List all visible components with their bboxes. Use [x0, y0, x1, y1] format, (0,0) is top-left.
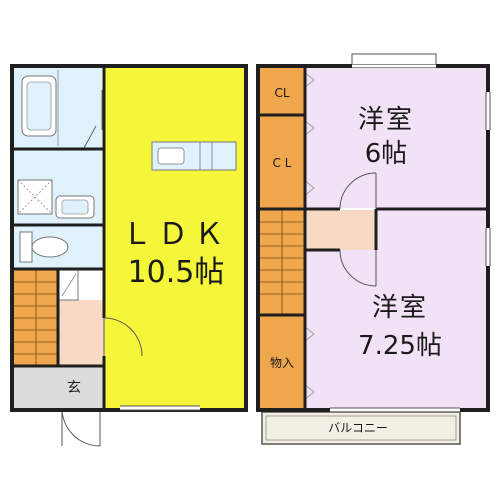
closet-2 — [260, 116, 304, 208]
balcony — [261, 411, 461, 445]
entrance-door-swing — [61, 407, 101, 447]
ldk-size: 10.5帖 — [128, 255, 225, 290]
storage — [260, 316, 304, 408]
genkan — [14, 366, 104, 408]
bedroom-2-door-swing — [339, 249, 377, 287]
first-floor: ＬＤＫ 10.5帖 玄 — [10, 64, 248, 447]
bedroom-1-door-swing — [339, 172, 377, 210]
closet-2-label: C L — [273, 156, 292, 170]
storage-label: 物入 — [270, 356, 294, 370]
bedroom-2-size: 7.25帖 — [358, 331, 442, 361]
ldk-room — [104, 68, 244, 408]
toilet-icon — [19, 231, 69, 263]
stairs-1f-steps — [14, 270, 58, 366]
kitchen-counter — [151, 141, 237, 171]
landing — [304, 210, 376, 250]
bedroom-1-label: 洋室 — [358, 105, 414, 135]
balcony-label: バルコニー — [328, 421, 388, 435]
genkan-label: 玄 — [67, 379, 81, 396]
bedroom-2-label: 洋室 — [372, 293, 428, 323]
second-floor: 洋室 6帖 洋室 7.25帖 CL C L 物入 バルコニー — [256, 53, 491, 445]
ldk-label: ＬＤＫ — [122, 217, 230, 252]
stairs-2f-steps — [260, 210, 304, 314]
bedroom-1-size: 6帖 — [365, 139, 408, 169]
bedroom-1 — [306, 68, 486, 208]
ldk-door-swing — [103, 317, 143, 357]
hallway — [58, 300, 104, 366]
closet-1 — [260, 68, 304, 114]
closet-1-label: CL — [274, 86, 289, 100]
